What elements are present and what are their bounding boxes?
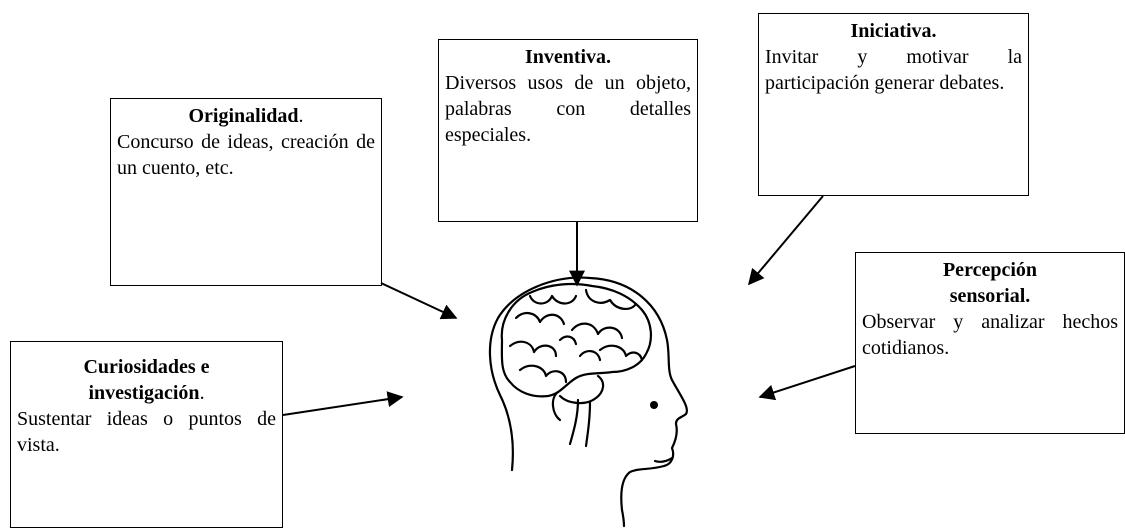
eye-icon (650, 401, 658, 409)
box-curiosidades: Curiosidades e investigación. Sustentar … (10, 341, 283, 528)
body-iniciativa: Invitar y motivar la participación gener… (765, 46, 1022, 94)
title-iniciativa: Iniciativa. (850, 20, 937, 42)
box-originalidad: Originalidad. Concurso de ideas, creació… (110, 98, 382, 286)
head-with-brain-icon (488, 276, 688, 528)
body-curiosidades: Sustentar ideas o puntos de vista. (17, 408, 276, 456)
box-iniciativa: Iniciativa. Invitar y motivar la partici… (758, 13, 1029, 196)
title-inventiva: Inventiva. (524, 46, 612, 68)
title-curiosidades: Curiosidades e investigación. (83, 356, 210, 404)
title-percepcion: Percepción sensorial. (942, 259, 1038, 307)
body-inventiva: Diversos usos de un objeto, palabras con… (445, 72, 691, 146)
body-percepcion: Observar y analizar hechos cotidianos. (862, 311, 1118, 359)
body-originalidad: Concurso de ideas, creación de un cuento… (117, 131, 375, 179)
arrow-originalidad (380, 282, 458, 320)
arrow-percepcion (758, 365, 856, 401)
arrow-curiosidades (282, 391, 404, 416)
box-percepcion: Percepción sensorial. Observar y analiza… (855, 252, 1125, 434)
arrow-iniciativa (747, 195, 824, 286)
title-originalidad: Originalidad. (188, 105, 304, 127)
box-inventiva: Inventiva. Diversos usos de un objeto, p… (438, 39, 698, 222)
